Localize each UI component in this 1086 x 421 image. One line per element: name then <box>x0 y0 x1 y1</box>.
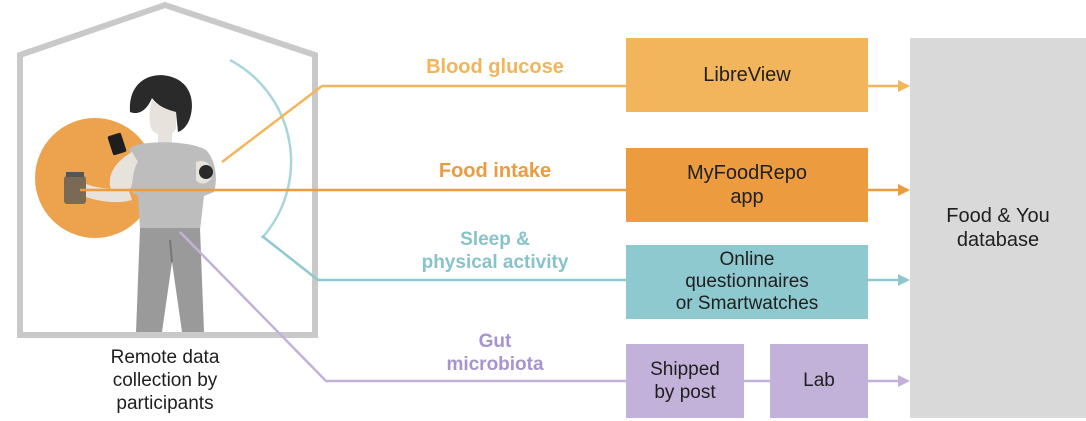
blood-glucose-line <box>221 84 626 163</box>
teal-arc <box>229 58 293 239</box>
arrow-head-gut <box>898 375 910 387</box>
arrow-head-food <box>898 184 910 196</box>
gut-line <box>179 231 626 383</box>
label-gut-microbiota: Gut microbiota <box>446 331 544 375</box>
questionnaires-box: Online questionnaires or Smartwatches <box>626 245 868 319</box>
participant-illustration <box>64 75 216 332</box>
house-outline <box>17 1 318 338</box>
label-blood-glucose: Blood glucose <box>426 56 564 78</box>
label-sleep-activity: Sleep & physical activity <box>421 229 569 273</box>
arrow-head-glucose <box>898 80 910 92</box>
house-caption: Remote data collection by participants <box>110 347 220 414</box>
sleep-line <box>261 235 626 282</box>
shipped-by-post-box: Shipped by post <box>626 344 744 418</box>
label-food-intake: Food intake <box>438 160 552 182</box>
lab-box: Lab <box>770 344 868 418</box>
libreview-box: LibreView <box>626 38 868 112</box>
arrow-head-sleep <box>898 274 910 286</box>
myfoodrepo-box: MyFoodRepo app <box>626 148 868 222</box>
food-and-you-database: Food & You database <box>910 38 1086 418</box>
